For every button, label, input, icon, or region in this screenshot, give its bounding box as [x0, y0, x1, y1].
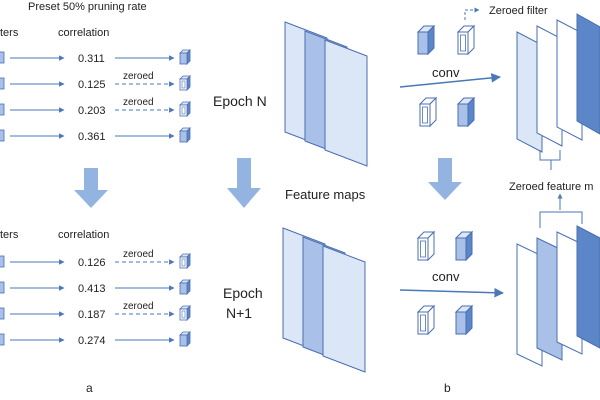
epoch-n1-label-line2: N+1	[226, 305, 252, 321]
zeroed-filter-icon	[179, 101, 191, 117]
correlation-value: 0.125	[78, 79, 106, 91]
zeroed-kernel-icon	[416, 304, 436, 336]
down-arrow-middle	[227, 158, 261, 208]
zeroed-marker: zeroed	[123, 249, 154, 260]
epoch-n-row: 0.203 zeroed	[0, 97, 191, 117]
epoch-n1-row: 0.274	[0, 331, 191, 347]
epoch-n1-row: 0.126 zeroed	[0, 249, 191, 269]
correlation-value: 0.274	[78, 335, 106, 347]
feature-maps-label: Feature maps	[285, 187, 366, 202]
conv-arrow-bottom	[399, 287, 504, 298]
zeroed-kernel-icon	[416, 230, 436, 262]
panel-b-caption: b	[444, 381, 451, 395]
kept-filter-icon	[179, 127, 191, 143]
kernel-filter-icon	[416, 24, 436, 56]
correlation-column-header-bottom: correlation	[58, 229, 109, 241]
zeroed-filter-icon	[179, 305, 191, 321]
conv-label-bottom: conv	[432, 269, 460, 284]
epoch-n-label: Epoch N	[213, 93, 267, 109]
kernel-filter-icon	[456, 96, 476, 128]
zeroed-feature-maps-label: Zeroed feature m	[509, 181, 593, 193]
epoch-n1-label-line1: Epoch	[223, 285, 263, 301]
source-filter-icon	[0, 255, 5, 268]
pruning-rate-header: Preset 50% pruning rate	[28, 1, 147, 13]
zeroed-filter-icon	[179, 75, 191, 91]
zeroed-filter-label: Zeroed filter	[489, 5, 548, 17]
kernel-filter-icon	[454, 230, 474, 262]
panel-a: Preset 50% pruning rate ters correlation…	[0, 1, 191, 395]
zeroed-marker: zeroed	[123, 71, 154, 82]
zeroed-filter-pointer	[464, 7, 480, 20]
panel-a-caption: a	[86, 381, 93, 395]
correlation-value: 0.203	[78, 105, 106, 117]
correlation-value: 0.126	[78, 257, 106, 269]
middle-column: Epoch N Feature maps Epoch N+1	[213, 21, 368, 373]
kept-filter-icon	[179, 279, 191, 295]
feature-maps-epoch-n1	[282, 227, 366, 373]
epoch-n-row: 0.125 zeroed	[0, 71, 191, 91]
source-filter-icon	[0, 51, 5, 64]
output-feature-maps-bottom	[516, 225, 600, 367]
epoch-n1-row: 0.187 zeroed	[0, 301, 191, 321]
zeroed-kernel-icon	[456, 24, 476, 56]
correlation-value: 0.311	[78, 53, 105, 65]
source-filter-icon	[0, 103, 5, 116]
kept-filter-icon	[179, 331, 191, 347]
source-filter-icon	[0, 77, 5, 90]
zeroed-marker: zeroed	[123, 301, 154, 312]
filters-column-header-bottom: ters	[0, 229, 19, 241]
panel-b: Zeroed filter conv conv Zeroed feature m…	[399, 5, 600, 395]
zeroed-marker: zeroed	[123, 97, 154, 108]
zeroed-kernel-icon	[418, 96, 438, 128]
correlation-column-header-top: correlation	[58, 27, 109, 39]
epoch-n-filter-rows: 0.311 0.125 zeroed 0.203 zeroed 0.361	[0, 49, 191, 143]
kept-filter-icon	[179, 49, 191, 65]
correlation-value: 0.187	[78, 309, 106, 321]
epoch-n-row: 0.311	[0, 49, 191, 65]
down-arrow-b	[428, 158, 462, 200]
feature-maps-epoch-n	[284, 21, 368, 167]
source-filter-icon	[0, 333, 5, 346]
zeroed-maps-bracket-top	[539, 150, 561, 170]
down-arrow-a	[74, 168, 108, 208]
conv-filter-kernels	[416, 24, 476, 336]
source-filter-icon	[0, 281, 5, 294]
output-feature-maps-top	[516, 13, 600, 153]
source-filter-icon	[0, 129, 5, 142]
source-filter-icon	[0, 307, 5, 320]
zeroed-maps-bracket-bottom	[539, 211, 583, 228]
epoch-n1-filter-rows: 0.126 zeroed 0.413 0.187 zeroed 0.274	[0, 249, 191, 347]
epoch-n1-row: 0.413	[0, 279, 191, 295]
epoch-n-row: 0.361	[0, 127, 191, 143]
filters-column-header-top: ters	[0, 27, 19, 39]
zeroed-filter-icon	[179, 253, 191, 269]
conv-arrow-top	[399, 73, 501, 88]
conv-label-top: conv	[432, 65, 460, 80]
correlation-value: 0.413	[78, 283, 106, 295]
kernel-filter-icon	[454, 304, 474, 336]
correlation-value: 0.361	[78, 131, 106, 143]
